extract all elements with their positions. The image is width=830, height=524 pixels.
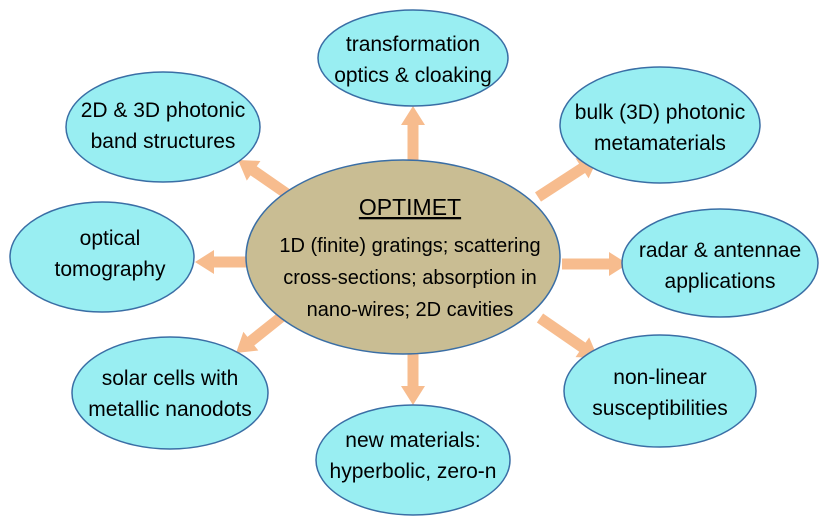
node-ellipse (315, 404, 511, 516)
arrow-to-non-linear (536, 313, 598, 358)
node-ellipse (317, 9, 509, 107)
node-label-line: hyperbolic, zero-n (330, 460, 497, 483)
node-photonic-band: 2D & 3D photonic band structures (65, 71, 261, 183)
node-label-line: bulk (3D) photonic (575, 101, 745, 124)
node-label-line: 2D & 3D photonic (81, 99, 246, 122)
node-label-line: metamaterials (594, 132, 726, 155)
node-bulk-metamaterials: bulk (3D) photonic metamaterials (559, 66, 761, 184)
node-ellipse (563, 334, 757, 448)
node-ellipse (65, 71, 261, 183)
arrow-to-radar-antennae (562, 252, 628, 276)
center-node: OPTIMET 1D (finite) gratings; scattering… (245, 159, 561, 355)
node-label-line: band structures (91, 130, 236, 153)
arrow-to-transformation-optics (401, 106, 425, 162)
node-radar-antennae: radar & antennae applications (621, 208, 819, 318)
node-new-materials: new materials: hyperbolic, zero-n (315, 404, 511, 516)
node-optical-tomography: optical tomography (9, 201, 195, 313)
node-ellipse (71, 336, 269, 450)
node-ellipse (621, 208, 819, 318)
node-label-line: radar & antennae (639, 239, 801, 262)
center-line: cross-sections; absorption in (283, 267, 536, 289)
arrow-to-photonic-band (238, 159, 294, 201)
node-non-linear: non-linear susceptibilities (563, 334, 757, 448)
node-ellipse (9, 201, 195, 313)
node-label-line: applications (665, 270, 776, 293)
node-label-line: transformation (346, 33, 480, 56)
node-label-line: optical (80, 227, 141, 250)
node-label-line: optics & cloaking (334, 64, 492, 87)
arrow-to-bulk-metamaterials (535, 157, 599, 202)
node-label-line: susceptibilities (592, 397, 727, 420)
node-label-line: tomography (55, 258, 166, 281)
center-line: 1D (finite) gratings; scattering (279, 235, 540, 257)
arrow-to-optical-tomography (195, 250, 250, 274)
node-label-line: solar cells with (102, 367, 239, 390)
node-label-line: metallic nanodots (88, 398, 251, 421)
node-label-line: new materials: (345, 429, 480, 452)
arrow-to-new-materials (401, 350, 425, 405)
node-transformation-optics: transformation optics & cloaking (317, 9, 509, 107)
node-label-line: non-linear (613, 366, 706, 389)
center-line: nano-wires; 2D cavities (307, 299, 514, 321)
center-ellipse (245, 159, 561, 355)
node-solar-cells: solar cells with metallic nanodots (71, 336, 269, 450)
node-ellipse (559, 66, 761, 184)
center-title: OPTIMET (359, 194, 461, 220)
